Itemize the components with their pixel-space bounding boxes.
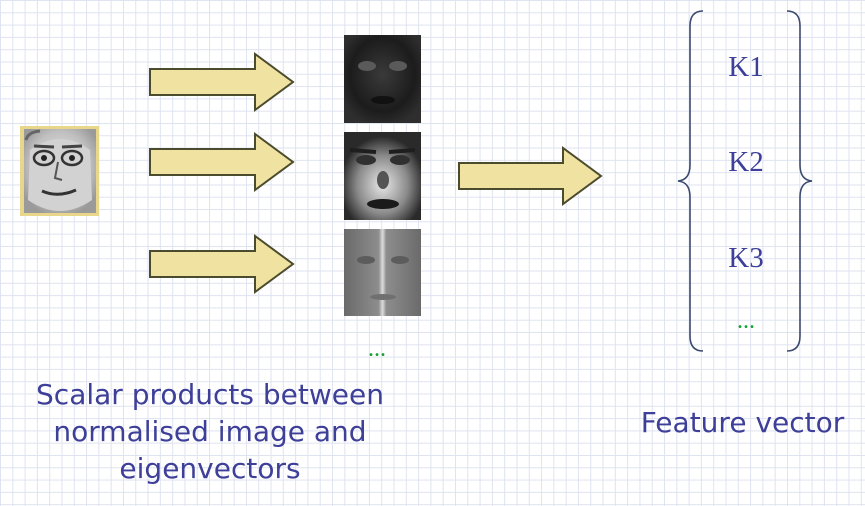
arrow-to-eigenvector-2: [149, 132, 295, 192]
right-brace: [786, 10, 813, 352]
caption-line: eigenvectors: [119, 452, 301, 485]
feature-k3: K3: [728, 242, 763, 274]
scalar-products-caption: Scalar products between normalised image…: [0, 376, 420, 487]
eigenface-1: [344, 35, 421, 123]
arrow-to-eigenvector-1: [149, 52, 295, 112]
left-brace: [677, 10, 704, 352]
feature-k1: K1: [728, 51, 763, 83]
eigenface-2: [344, 132, 421, 220]
feature-vector-caption: Feature vector: [640, 406, 845, 439]
feature-k2: K2: [728, 146, 763, 178]
caption-line: normalised image and: [53, 415, 367, 448]
eigenvector-ellipsis: ...: [368, 336, 386, 362]
caption-line: Scalar products between: [36, 378, 384, 411]
input-face-image: [20, 126, 99, 216]
eigenface-3: [344, 229, 421, 316]
arrow-to-feature-vector: [458, 146, 603, 206]
arrow-to-eigenvector-3: [149, 234, 295, 294]
feature-ellipsis: ...: [737, 308, 755, 334]
